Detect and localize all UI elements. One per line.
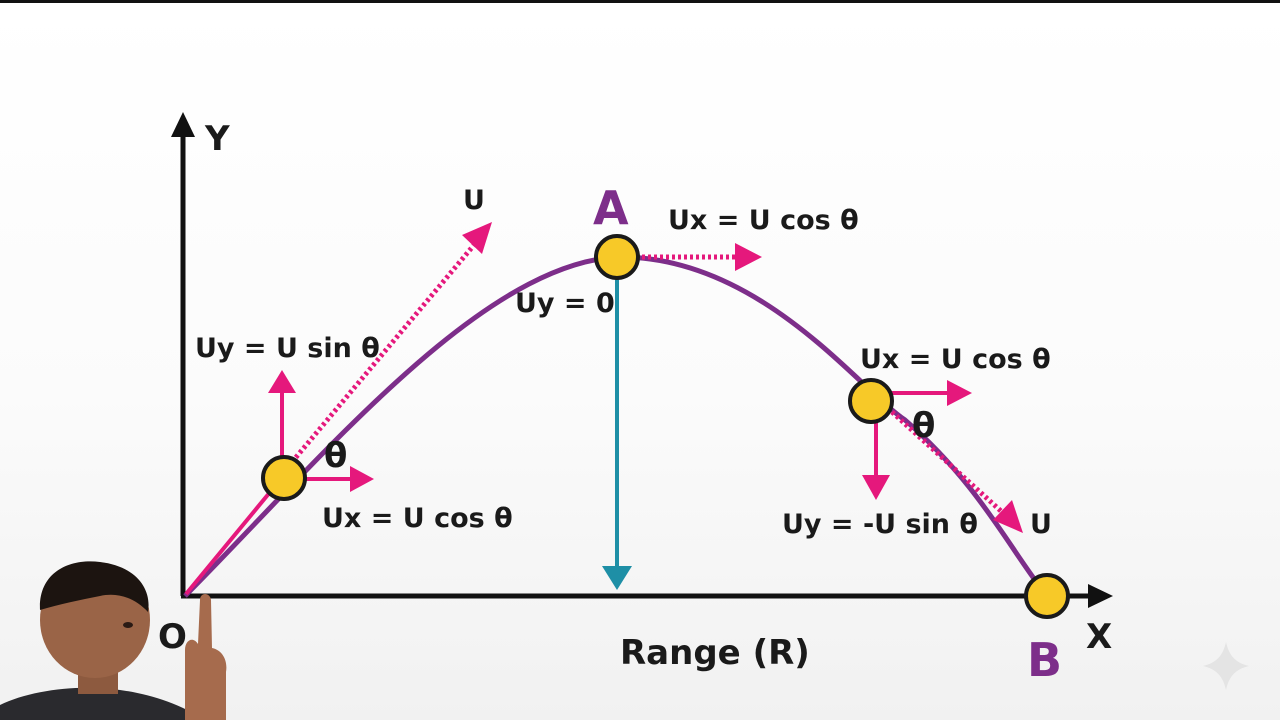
origin-label: O <box>158 617 187 657</box>
descent-uy-arrowhead <box>862 475 890 500</box>
launch-velocity-arrowhead <box>462 222 492 254</box>
launch-ux-label: Ux = U cos θ <box>322 503 513 534</box>
descent-ux-arrowhead <box>947 380 972 406</box>
launch-ux-arrowhead <box>350 466 374 492</box>
peak-drop-arrowhead <box>602 566 632 590</box>
launch-angle-label: θ <box>324 436 347 476</box>
descent-uy-label: Uy = -U sin θ <box>782 509 978 540</box>
descent-ball <box>848 378 894 424</box>
descent-velocity-label: U <box>1030 509 1052 540</box>
x-axis-label: X <box>1086 617 1112 657</box>
y-axis-label: Y <box>204 119 230 159</box>
launch-velocity-dotted <box>290 243 476 464</box>
launch-ball <box>261 455 307 501</box>
range-label: Range (R) <box>620 633 810 673</box>
sparkle-icon <box>1203 642 1249 690</box>
peak-ux-label: Ux = U cos θ <box>668 205 859 236</box>
launch-uy-arrowhead <box>268 370 296 393</box>
launch-velocity-label: U <box>463 185 485 216</box>
x-axis-arrowhead <box>1088 584 1113 608</box>
axes <box>171 112 1113 608</box>
launch-uy-label: Uy = U sin θ <box>195 333 380 364</box>
descent-ux-label: Ux = U cos θ <box>860 344 1051 375</box>
descent-angle-label: θ <box>912 406 935 446</box>
point-a-label: A <box>593 181 629 235</box>
point-b-label: B <box>1027 633 1062 687</box>
peak-ball <box>594 234 640 280</box>
peak-ux-arrowhead <box>735 243 762 271</box>
descent-velocity-arrowhead <box>993 500 1023 533</box>
y-axis-arrowhead <box>171 112 195 137</box>
presenter-illustration <box>0 561 227 720</box>
trajectory-curve <box>183 254 1049 598</box>
landing-ball <box>1024 573 1070 619</box>
descent-velocity-dotted <box>890 410 1004 514</box>
peak-uy-label: Uy = 0 <box>515 288 615 319</box>
